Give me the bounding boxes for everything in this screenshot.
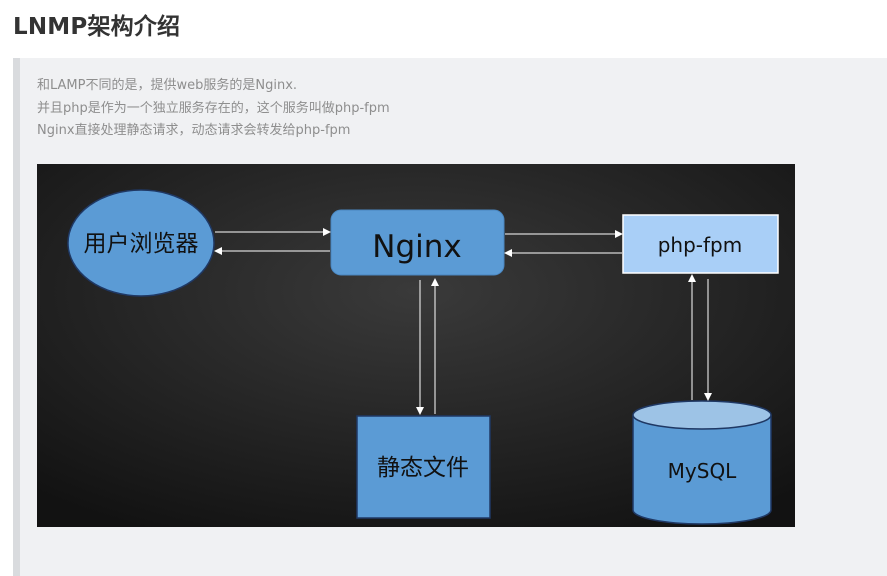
intro-line-2: 并且php是作为一个独立服务存在的，这个服务叫做php-fpm bbox=[37, 100, 390, 116]
static-files-label: 静态文件 bbox=[377, 455, 469, 481]
browser-label: 用户浏览器 bbox=[84, 231, 199, 257]
static-files-node bbox=[356, 415, 491, 519]
lnmp-diagram: 用户浏览器 Nginx php-fpm 静态文件 MySQL bbox=[37, 164, 795, 527]
intro-line-1: 和LAMP不同的是，提供web服务的是Nginx. bbox=[37, 78, 298, 93]
nginx-label: Nginx bbox=[372, 229, 461, 265]
phpfpm-node bbox=[622, 214, 779, 274]
page-title: LNMP架构介绍 bbox=[13, 14, 181, 40]
intro-line-3: Nginx直接处理静态请求，动态请求会转发给php-fpm bbox=[37, 123, 351, 138]
mysql-node bbox=[632, 400, 772, 525]
browser-node bbox=[67, 189, 215, 297]
intro-text: 和LAMP不同的是，提供web服务的是Nginx. 并且php是作为一个独立服务… bbox=[37, 75, 390, 143]
blockquote: 和LAMP不同的是，提供web服务的是Nginx. 并且php是作为一个独立服务… bbox=[13, 58, 887, 576]
diagram-svg: 用户浏览器 Nginx php-fpm 静态文件 MySQL bbox=[37, 164, 795, 527]
phpfpm-label: php-fpm bbox=[658, 233, 743, 257]
nginx-node bbox=[330, 209, 505, 276]
mysql-label: MySQL bbox=[668, 459, 738, 483]
